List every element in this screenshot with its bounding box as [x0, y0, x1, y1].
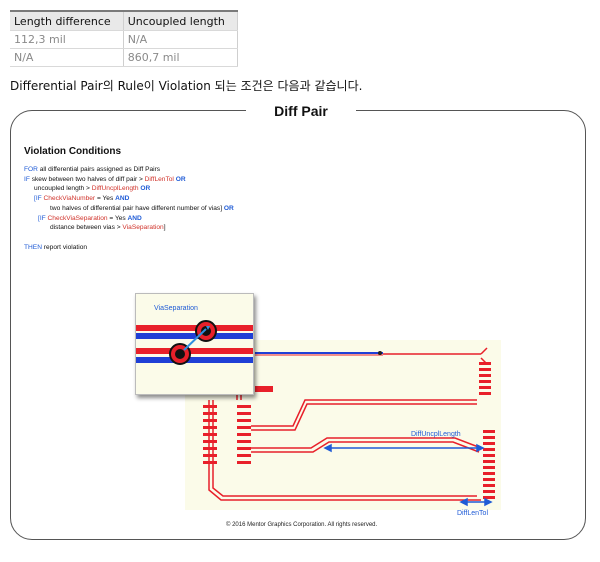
rule-spacer — [24, 233, 234, 243]
via-separation-label: ViaSeparation — [154, 305, 198, 312]
rule-text-segment: ] — [163, 224, 166, 232]
keyword: [IF — [38, 214, 46, 222]
table-cell: 112,3 mil — [10, 30, 124, 49]
rule-text-segment: report violation — [41, 243, 88, 251]
table-header-row: Length difference Uncoupled length — [10, 10, 239, 31]
table-cell: 860,7 mil — [123, 48, 239, 67]
red-trace — [480, 347, 488, 355]
column-header-length-difference: Length difference — [10, 10, 124, 31]
red-trace — [136, 348, 253, 354]
diff-uncpl-length-label: DiffUncplLength — [411, 431, 461, 438]
frame-title: Diff Pair — [274, 103, 328, 119]
rule-text-segment: all differential pairs assigned as Diff … — [37, 166, 161, 173]
table-cell: N/A — [123, 30, 239, 49]
table-cell: N/A — [10, 48, 124, 67]
rule-line: THEN report violation — [24, 243, 234, 253]
table-row: N/A 860,7 mil — [10, 48, 239, 67]
rule-text-segment: distance between vias > — [50, 224, 123, 232]
keyword: OR — [223, 204, 234, 212]
keyword: IF — [24, 175, 30, 183]
via — [378, 351, 382, 355]
rule-line: two halves of differential pair have dif… — [24, 204, 234, 214]
keyword: AND — [115, 195, 130, 203]
via-hole — [175, 349, 185, 359]
keyword: FOR — [24, 166, 38, 173]
variable: CheckViaSeparation — [47, 214, 108, 222]
keyword: THEN — [24, 243, 42, 251]
variable: DiffLenTol — [144, 175, 174, 183]
keyword: OR — [175, 175, 186, 183]
rule-text-segment: uncoupled length > — [34, 185, 92, 193]
length-table: Length difference Uncoupled length 112,3… — [10, 10, 239, 67]
diff-len-tol-label: DiffLenTol — [457, 510, 489, 517]
red-trace — [136, 325, 253, 331]
column-header-uncoupled-length: Uncoupled length — [123, 10, 239, 31]
rule-line: distance between vias > ViaSeparation] — [24, 223, 234, 233]
rule-text: FOR all differential pairs assigned as D… — [24, 165, 234, 252]
pcb-traces — [203, 347, 495, 507]
diff-pair-routes — [208, 380, 482, 501]
keyword: [IF — [34, 195, 42, 203]
intro-text: Differential Pair의 Rule이 Violation 되는 조건… — [10, 79, 363, 93]
rule-line: [IF CheckViaSeparation = Yes AND — [24, 214, 234, 224]
via-separation-inset: ViaSeparation — [135, 293, 254, 395]
blue-trace — [136, 333, 253, 339]
variable: DiffUncplLength — [91, 185, 139, 193]
connector-pins-left — [203, 405, 251, 464]
dimension-arrows — [323, 443, 493, 507]
frame-title-wrap: Diff Pair — [246, 101, 356, 119]
pad — [255, 386, 273, 392]
rule-line: FOR all differential pairs assigned as D… — [24, 165, 234, 175]
rule-text-segment: skew between two halves of diff pair > — [29, 175, 145, 183]
rule-text-segment: = Yes — [95, 195, 116, 203]
keyword: AND — [127, 214, 142, 222]
variable: CheckViaNumber — [43, 195, 96, 203]
rule-text-segment: two halves of differential pair have dif… — [50, 204, 223, 212]
via-separation-line — [183, 328, 207, 351]
violation-conditions-title: Violation Conditions — [24, 146, 122, 157]
rule-line: IF skew between two halves of diff pair … — [24, 175, 234, 185]
rule-line: [IF CheckViaNumber = Yes AND — [24, 194, 234, 204]
blue-trace — [136, 357, 253, 363]
copyright-text: © 2016 Mentor Graphics Corporation. All … — [226, 522, 378, 528]
arrowhead — [206, 326, 210, 330]
rule-line: uncoupled length > DiffUncplLength OR — [24, 184, 234, 194]
rule-text-segment: = Yes — [107, 214, 128, 222]
connector-pins-right — [479, 362, 495, 499]
inset-traces — [136, 320, 253, 365]
variable: ViaSeparation — [122, 224, 164, 232]
table-row: 112,3 mil N/A — [10, 30, 239, 49]
keyword: OR — [140, 185, 151, 193]
